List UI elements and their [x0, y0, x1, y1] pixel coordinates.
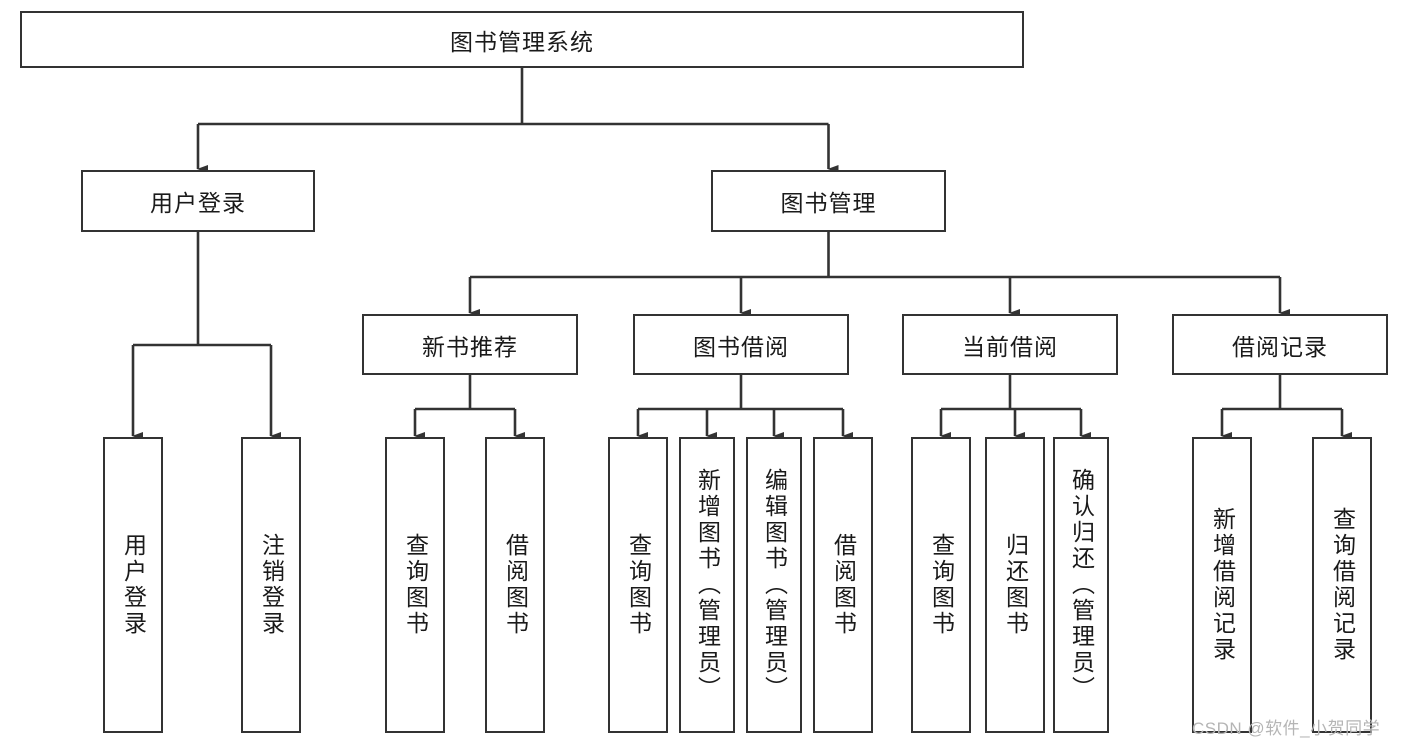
- node-new-book-recommend[interactable]: 新书推荐: [362, 314, 578, 375]
- node-label: 查询图书: [928, 533, 955, 637]
- node-label: 查询图书: [625, 533, 652, 637]
- node-label: 用户登录: [120, 533, 147, 637]
- node-label: 借阅图书: [502, 533, 529, 637]
- node-label: 注销登录: [258, 533, 285, 637]
- node-label: 借阅记录: [1232, 333, 1328, 360]
- leaf-user-login[interactable]: 用户登录: [103, 437, 163, 733]
- leaf-edit-book[interactable]: 编辑图书（管理员）: [746, 437, 802, 733]
- node-book-borrow[interactable]: 图书借阅: [633, 314, 849, 375]
- node-label: 当前借阅: [962, 333, 1058, 360]
- node-label: 查询图书: [402, 533, 429, 637]
- node-label: 新增图书（管理员）: [694, 468, 721, 702]
- leaf-add-book[interactable]: 新增图书（管理员）: [679, 437, 735, 733]
- leaf-query-borrow-record[interactable]: 查询借阅记录: [1312, 437, 1372, 733]
- node-label: 图书借阅: [693, 333, 789, 360]
- node-label: 编辑图书（管理员）: [761, 468, 788, 702]
- leaf-query-book-borrow[interactable]: 查询图书: [608, 437, 668, 733]
- node-label: 用户登录: [150, 190, 246, 216]
- node-label: 查询借阅记录: [1329, 507, 1356, 663]
- node-label: 新增借阅记录: [1209, 507, 1236, 663]
- node-user-login[interactable]: 用户登录: [81, 170, 315, 232]
- leaf-borrow-book-recommend[interactable]: 借阅图书: [485, 437, 545, 733]
- edge-group: [131, 68, 1352, 440]
- leaf-confirm-return[interactable]: 确认归还（管理员）: [1053, 437, 1109, 733]
- node-root[interactable]: 图书管理系统: [20, 11, 1024, 68]
- node-label: 归还图书: [1002, 533, 1029, 637]
- leaf-borrow-book[interactable]: 借阅图书: [813, 437, 873, 733]
- node-borrow-record[interactable]: 借阅记录: [1172, 314, 1388, 375]
- node-label: 图书管理: [780, 190, 877, 216]
- leaf-query-book-current[interactable]: 查询图书: [911, 437, 971, 733]
- leaf-add-borrow-record[interactable]: 新增借阅记录: [1192, 437, 1252, 733]
- leaf-return-book[interactable]: 归还图书: [985, 437, 1045, 733]
- node-label: 新书推荐: [422, 333, 518, 360]
- node-label: 借阅图书: [830, 533, 857, 637]
- watermark: CSDN @软件_小贺同学: [1192, 719, 1381, 738]
- node-label: 确认归还（管理员）: [1068, 468, 1095, 702]
- node-current-borrow[interactable]: 当前借阅: [902, 314, 1118, 375]
- node-book-manage[interactable]: 图书管理: [711, 170, 946, 232]
- node-label: 图书管理系统: [450, 28, 594, 55]
- leaf-logout[interactable]: 注销登录: [241, 437, 301, 733]
- leaf-query-book-recommend[interactable]: 查询图书: [385, 437, 445, 733]
